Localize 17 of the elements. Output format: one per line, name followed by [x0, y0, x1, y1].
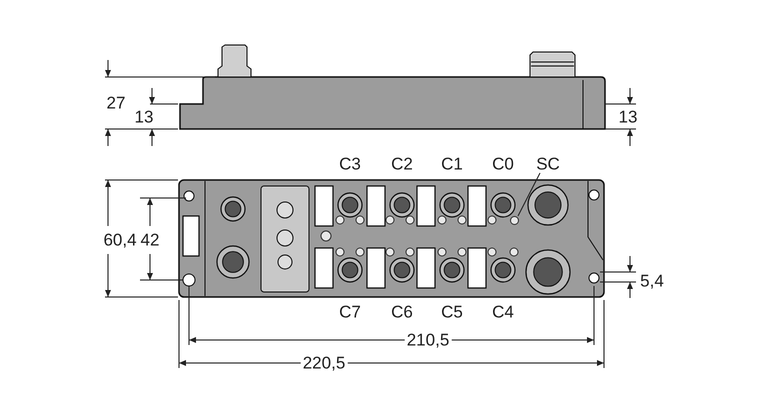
- dimension-value: 27: [106, 94, 126, 112]
- port-label: C4: [491, 304, 515, 320]
- dimension-value: 60,4: [102, 232, 138, 248]
- dimension-value: 210,5: [404, 332, 452, 348]
- dimension-value: 13: [618, 108, 638, 126]
- dimension-value: 13: [134, 108, 154, 126]
- port-label: C3: [338, 156, 362, 172]
- dimension-value: 42: [140, 232, 160, 248]
- dimension-value: 5,4: [639, 272, 665, 290]
- port-label: C5: [440, 304, 464, 320]
- port-label: C1: [440, 156, 464, 172]
- port-label: C7: [338, 304, 362, 320]
- port-label: SC: [534, 156, 562, 172]
- port-label: C6: [390, 304, 414, 320]
- dimension-value: 220,5: [300, 354, 348, 372]
- port-label: C0: [491, 156, 515, 172]
- port-label: C2: [390, 156, 414, 172]
